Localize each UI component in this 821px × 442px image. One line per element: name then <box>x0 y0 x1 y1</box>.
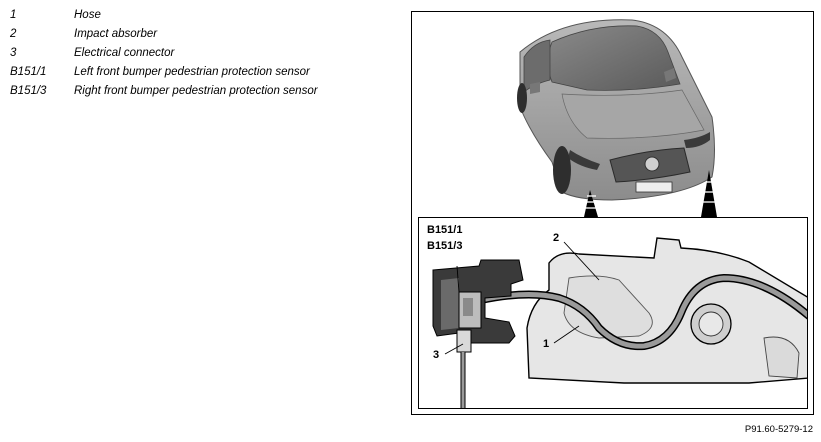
illustration-frame: B151/1 B151/3 2 1 3 <box>411 11 814 415</box>
legend-text: Impact absorber <box>74 28 158 40</box>
impact-absorber-shape <box>526 237 807 384</box>
bumper-detail-illustration <box>432 237 807 408</box>
legend-item: 3 Electrical connector <box>10 44 318 63</box>
detail-inset: B151/1 B151/3 2 1 3 <box>418 217 808 409</box>
legend-key: 1 <box>10 9 17 21</box>
legend-text: Left front bumper pedestrian protection … <box>74 66 310 78</box>
legend-text: Hose <box>74 9 101 21</box>
legend-item: 2 Impact absorber <box>10 25 318 44</box>
callout-b151-3: B151/3 <box>427 240 463 252</box>
figure-code: P91.60-5279-12 <box>744 424 813 435</box>
sensor-marker-right <box>701 170 717 217</box>
legend-key: B151/3 <box>10 85 47 97</box>
sensor-marker-left <box>584 190 598 217</box>
callout-b151-1: B151/1 <box>427 224 463 236</box>
callout-1: 1 <box>543 338 550 350</box>
legend-key: 2 <box>10 28 17 40</box>
legend-item: 1 Hose <box>10 6 318 25</box>
legend-key: 3 <box>10 47 17 59</box>
legend-list: 1 Hose 2 Impact absorber 3 Electrical co… <box>10 6 318 101</box>
car-illustration <box>517 19 717 217</box>
legend-item: B151/3 Right front bumper pedestrian pro… <box>10 82 318 101</box>
callout-3: 3 <box>433 349 440 361</box>
legend-text: Right front bumper pedestrian protection… <box>74 85 318 97</box>
legend-text: Electrical connector <box>74 47 175 59</box>
connector-shape <box>456 329 472 353</box>
car-body <box>517 19 715 201</box>
callout-2: 2 <box>553 232 560 244</box>
legend-key: B151/1 <box>10 66 47 78</box>
legend-item: B151/1 Left front bumper pedestrian prot… <box>10 63 318 82</box>
